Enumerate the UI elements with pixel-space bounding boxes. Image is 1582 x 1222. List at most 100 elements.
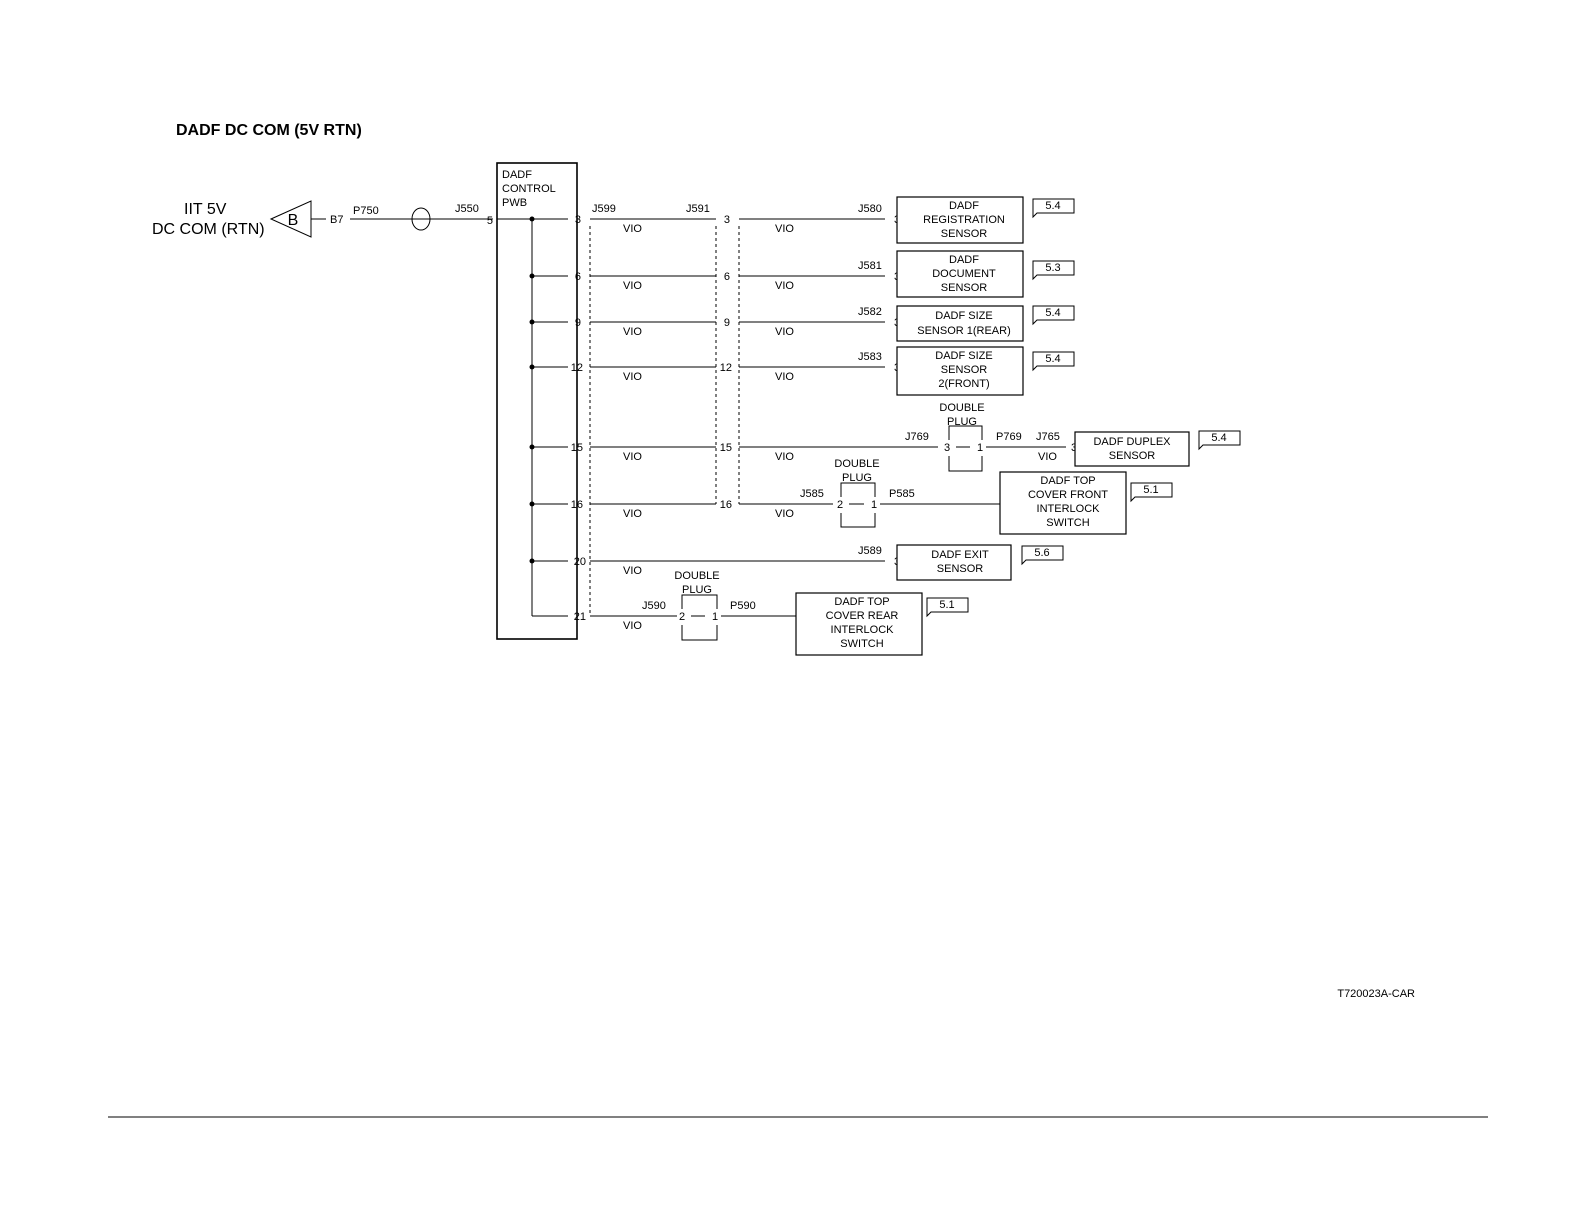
pwb-label-line3: PWB — [502, 197, 527, 209]
double-plug-bracket — [948, 425, 983, 472]
wire-color: VIO — [623, 508, 642, 520]
component-line: SWITCH — [1046, 517, 1089, 529]
wire-color: VIO — [775, 371, 794, 383]
offpage-connector-tag: B — [288, 212, 299, 229]
double-plug-bracket — [681, 594, 718, 641]
circuit-row: 15 VIO 15 VIO J769 DOUBLE PLUG 3 1 P769 … — [571, 402, 1241, 472]
double-plug-label: PLUG — [947, 416, 977, 428]
wire-color: VIO — [775, 280, 794, 292]
wire-color: VIO — [775, 326, 794, 338]
component-line: SENSOR — [937, 563, 984, 575]
pin-label: 2 — [679, 611, 685, 623]
reference-flag — [926, 597, 969, 618]
component-line: INTERLOCK — [831, 624, 895, 636]
circuit-row: 20 VIO J589 3 DADF EXIT SENSOR 5.6 — [574, 544, 1064, 581]
double-plug-label: PLUG — [842, 472, 872, 484]
component-line: DADF TOP — [1040, 475, 1095, 487]
jack-label: J590 — [642, 600, 666, 612]
component-box — [795, 592, 923, 656]
circuit-row: 21 VIO J590 DOUBLE PLUG 2 1 P590 DADF TO… — [574, 570, 969, 656]
circuit-row: 12 VIO 12 VIO J583 3 DADF SIZE SENSOR 2(… — [571, 346, 1075, 396]
reference-flag — [1032, 351, 1075, 372]
jack-label: J580 — [858, 203, 882, 215]
component-line: SENSOR — [941, 364, 988, 376]
reference-number: 5.4 — [1045, 307, 1060, 319]
double-plug-label: DOUBLE — [834, 458, 879, 470]
pin-label: 20 — [574, 556, 586, 568]
pin-label: 15 — [571, 442, 583, 454]
component-line: SENSOR — [941, 228, 988, 240]
double-plug-label: DOUBLE — [674, 570, 719, 582]
wire-color: VIO — [623, 565, 642, 577]
plug-label: P769 — [996, 431, 1022, 443]
pin-label: 9 — [575, 317, 581, 329]
wire-color: VIO — [775, 223, 794, 235]
connector-j591-label: J591 — [686, 203, 710, 215]
figure-id: T720023A-CAR — [1337, 988, 1415, 1000]
component-line: REGISTRATION — [923, 214, 1005, 226]
jack-label: J589 — [858, 545, 882, 557]
pin-label: 3 — [944, 442, 950, 454]
pin-label: 3 — [724, 214, 730, 226]
source-iit-5v: IIT 5V DC COM (RTN) B B7 P750 J550 5 — [152, 200, 493, 238]
source-label-line2: DC COM (RTN) — [152, 221, 265, 238]
component-box — [999, 471, 1127, 535]
component-box — [896, 544, 1012, 581]
jack-j550: J550 — [455, 203, 479, 215]
reference-flag — [1032, 260, 1075, 281]
jack-label: J581 — [858, 260, 882, 272]
pin-label: 6 — [575, 271, 581, 283]
component-line: COVER REAR — [826, 610, 899, 622]
pin-label: 9 — [724, 317, 730, 329]
reference-flag — [1032, 198, 1075, 219]
connector-j599: J599 — [589, 203, 616, 616]
component-line: DADF — [949, 254, 979, 266]
component-line: DADF SIZE — [935, 350, 992, 362]
plug-label: P585 — [889, 488, 915, 500]
wire-color: VIO — [775, 451, 794, 463]
circuit-row: 3 VIO 3 VIO J580 3 DADF REGISTRATION SEN… — [575, 196, 1075, 244]
jack-label: J765 — [1036, 431, 1060, 443]
twisted-pair-marker — [411, 207, 431, 231]
jack-label: J769 — [905, 431, 929, 443]
pwb-label-line2: CONTROL — [502, 183, 556, 195]
jack-j550-pin: 5 — [487, 215, 493, 227]
component-line: DOCUMENT — [932, 268, 996, 280]
circuit-row: 6 VIO 6 VIO J581 3 DADF DOCUMENT SENSOR … — [575, 250, 1075, 298]
component-line: INTERLOCK — [1037, 503, 1101, 515]
pin-label: 21 — [574, 611, 586, 623]
reference-number: 5.1 — [1143, 484, 1158, 496]
reference-number: 5.3 — [1045, 262, 1060, 274]
wire-color: VIO — [623, 451, 642, 463]
reference-number: 5.4 — [1211, 432, 1226, 444]
source-pin-b7: B7 — [330, 214, 343, 226]
jack-label: J582 — [858, 306, 882, 318]
dadf-control-pwb: DADF CONTROL PWB — [496, 162, 578, 640]
wire-color: VIO — [775, 508, 794, 520]
component-line: SENSOR 1(REAR) — [917, 325, 1011, 337]
wire-color: VIO — [623, 280, 642, 292]
reference-flag — [1130, 482, 1173, 503]
pin-label: 12 — [571, 362, 583, 374]
reference-flag — [1032, 305, 1075, 326]
pin-label: 3 — [1071, 442, 1077, 454]
component-line: DADF SIZE — [935, 310, 992, 322]
source-label-line1: IIT 5V — [184, 201, 227, 218]
reference-number: 5.6 — [1034, 547, 1049, 559]
pwb-bus — [529, 216, 568, 564]
component-line: DADF EXIT — [931, 549, 989, 561]
plug-p750: P750 — [353, 205, 379, 217]
double-plug-label: DOUBLE — [939, 402, 984, 414]
pin-label: 16 — [571, 499, 583, 511]
component-line: DADF TOP — [834, 596, 889, 608]
reference-number: 5.4 — [1045, 200, 1060, 212]
wire-color: VIO — [623, 223, 642, 235]
wire-color: VIO — [623, 371, 642, 383]
component-box — [896, 305, 1024, 342]
component-box — [1074, 431, 1190, 467]
jack-label: J585 — [800, 488, 824, 500]
component-line: SENSOR — [941, 282, 988, 294]
wire-color: VIO — [623, 326, 642, 338]
wire-color: VIO — [1038, 451, 1057, 463]
component-box — [896, 250, 1024, 298]
